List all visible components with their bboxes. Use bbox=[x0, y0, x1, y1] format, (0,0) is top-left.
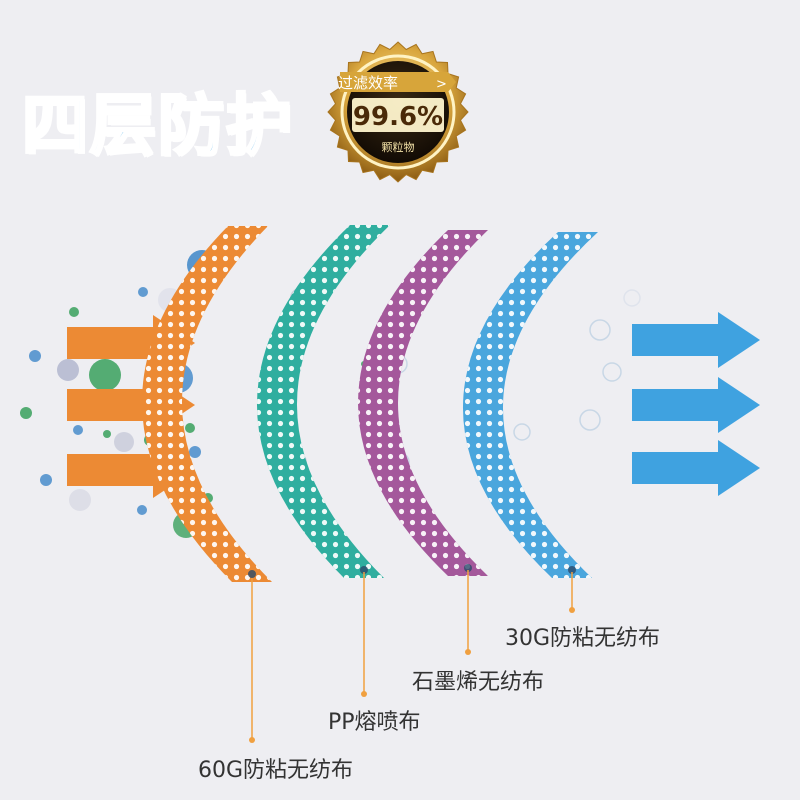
layer-label-graphene: 石墨烯无纺布 bbox=[412, 670, 545, 695]
particle bbox=[114, 432, 134, 452]
leader-lines bbox=[249, 570, 575, 743]
badge-top-marker: > bbox=[436, 77, 447, 92]
leader-end-dot bbox=[569, 607, 575, 613]
particle bbox=[623, 289, 641, 307]
outgoing-arrow-icon bbox=[632, 377, 760, 433]
particle bbox=[602, 362, 622, 382]
outgoing-arrow-icon bbox=[632, 312, 760, 368]
particle bbox=[20, 407, 32, 419]
particle bbox=[579, 409, 601, 431]
leader-end-dot bbox=[465, 649, 471, 655]
layer-label-60g: 60G防粘无纺布 bbox=[198, 758, 354, 783]
filtration-badge: 过滤效率 > 99.6% 颗粒物 bbox=[327, 41, 469, 183]
badge-top-text: 过滤效率 bbox=[338, 74, 398, 92]
particle bbox=[89, 359, 121, 391]
badge-bottom-text: 颗粒物 bbox=[382, 140, 415, 154]
badge-value: 99.6% bbox=[353, 102, 443, 132]
filter-layers bbox=[141, 225, 598, 582]
filter-layer-graphene bbox=[358, 230, 488, 576]
layer-label-pp: PP熔喷布 bbox=[328, 710, 421, 735]
filter-layer-pp bbox=[256, 225, 390, 578]
outgoing-arrow-icon bbox=[632, 440, 760, 496]
particle bbox=[189, 446, 201, 458]
layer-anchor-dot bbox=[360, 566, 368, 574]
outgoing-arrows bbox=[632, 312, 760, 496]
layer-anchor-dot bbox=[568, 566, 576, 574]
particle bbox=[40, 474, 52, 486]
layer-label-30g: 30G防粘无纺布 bbox=[505, 626, 661, 651]
particle bbox=[138, 287, 148, 297]
filter-layer-30g bbox=[462, 232, 598, 578]
particle bbox=[185, 423, 195, 433]
filter-layer-pores bbox=[462, 232, 598, 578]
particle bbox=[513, 423, 531, 441]
particle bbox=[29, 350, 41, 362]
particle bbox=[69, 307, 79, 317]
filter-layer-pores bbox=[256, 225, 390, 578]
particle bbox=[73, 425, 83, 435]
badge-value-panel bbox=[352, 98, 444, 132]
leader-end-dot bbox=[249, 737, 255, 743]
filter-layer-60g bbox=[141, 226, 272, 582]
badge-top-ribbon bbox=[340, 72, 456, 92]
filter-layer-pores bbox=[358, 230, 488, 576]
layer-anchor-dot bbox=[464, 564, 472, 572]
particle bbox=[69, 489, 91, 511]
particle bbox=[103, 430, 111, 438]
particle bbox=[589, 319, 611, 341]
badge-ring bbox=[340, 54, 456, 170]
page-title: 四层防护 bbox=[21, 86, 294, 166]
particle bbox=[137, 505, 147, 515]
filter-layer-pores bbox=[141, 226, 272, 582]
particle bbox=[57, 359, 79, 381]
layer-anchor-dot bbox=[248, 570, 256, 578]
leader-end-dot bbox=[361, 691, 367, 697]
